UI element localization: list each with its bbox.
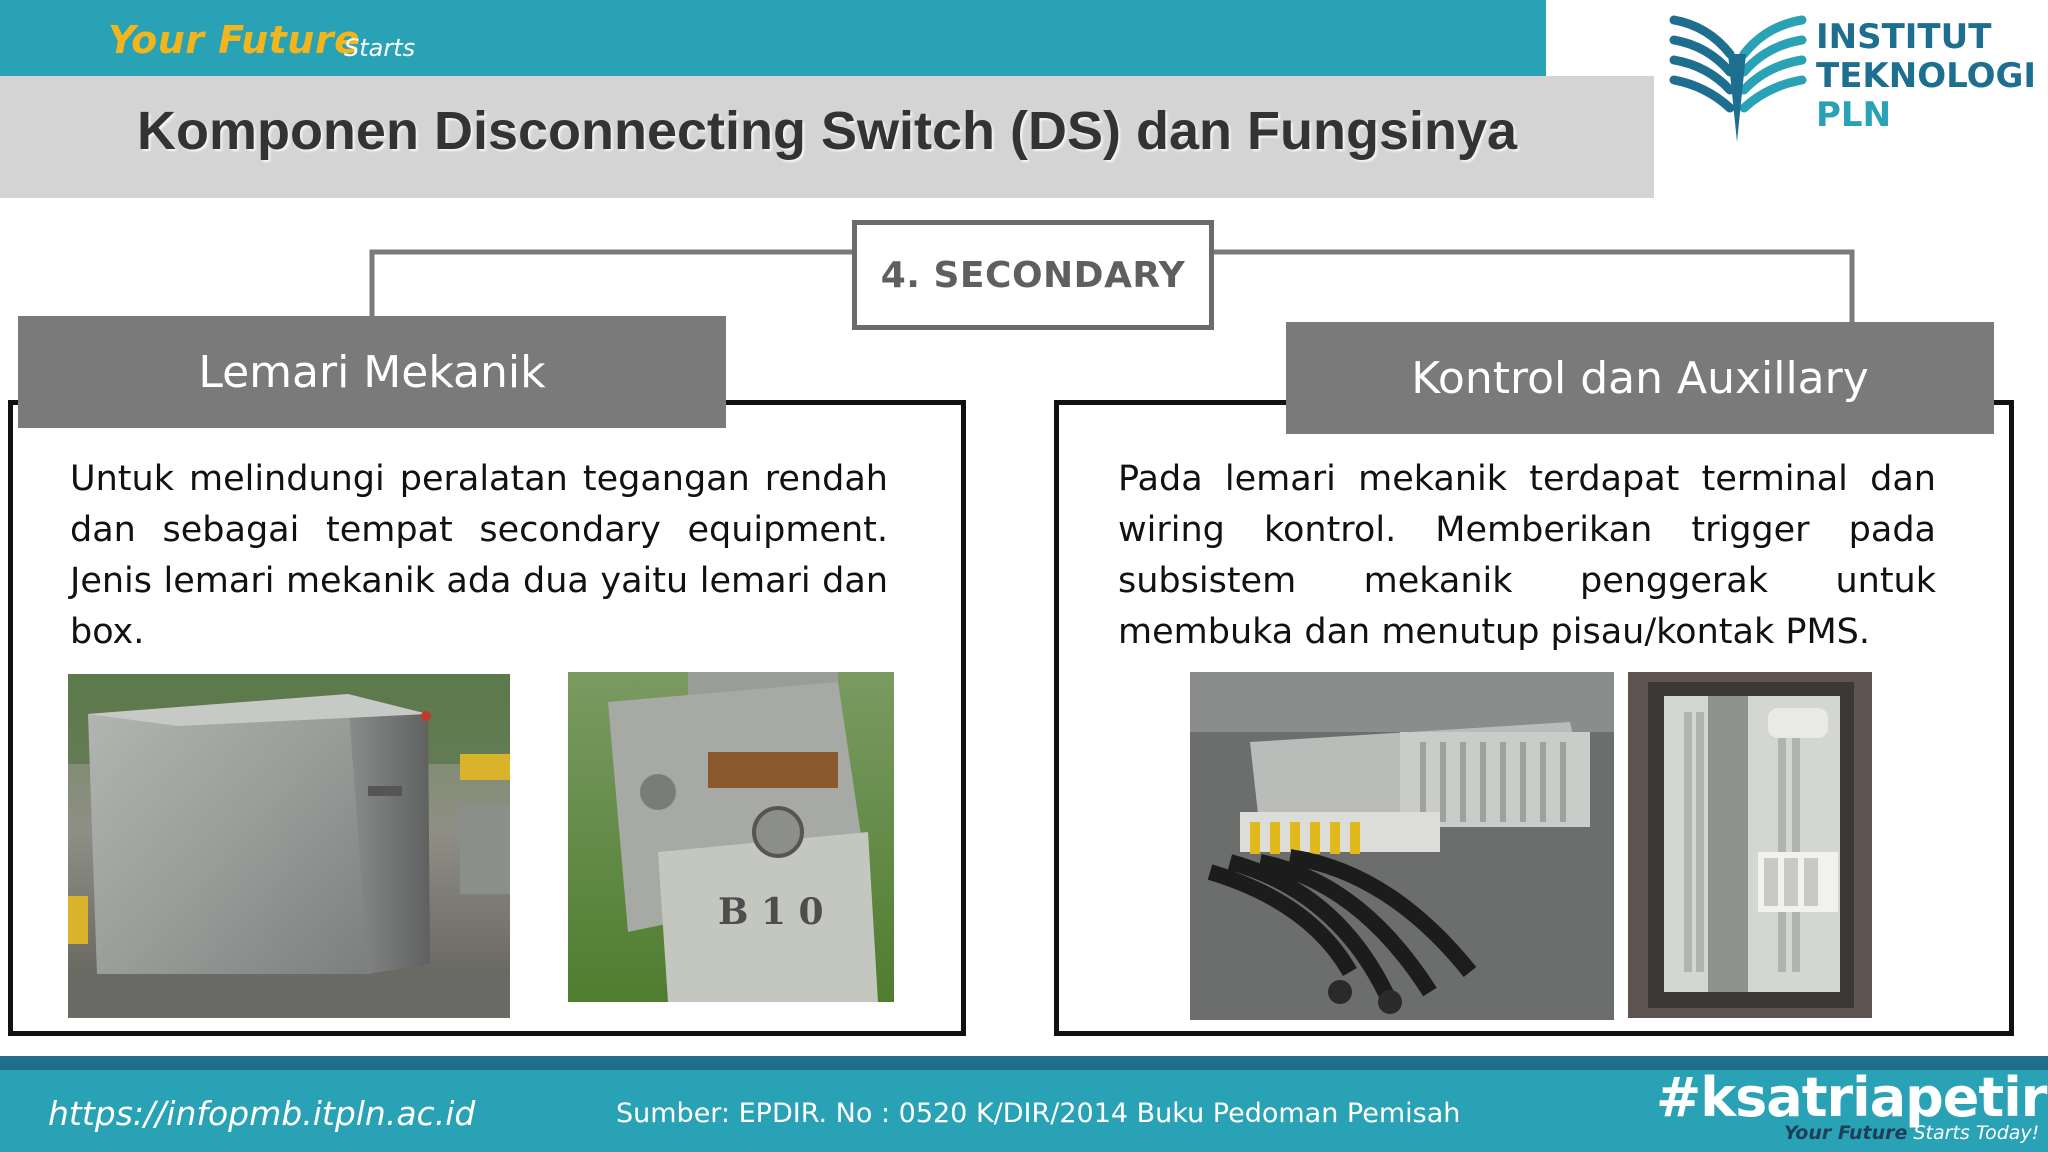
top-banner [0,0,1546,78]
left-panel-text: Untuk melindungi peralatan tegangan rend… [70,459,888,652]
photo-stencil-text: B 1 0 [718,891,824,933]
hashtag-subtitle: Your Future Starts Today! [1784,1122,2039,1144]
logo-line-1: INSTITUT [1816,17,1992,57]
tagline-sub: Starts [344,34,416,62]
title-band [0,76,1654,198]
right-panel-text: Pada lemari mekanik terdapat terminal da… [1118,459,1936,652]
photo-mechanical-cabinet [68,674,510,1018]
book-wing-logo-icon [1669,15,1807,142]
hashtag-sub-your-future: Your Future [1784,1122,1908,1144]
hashtag-text: #ksatriapetir [1656,1066,2047,1129]
hashtag-sub-starts-today: Starts Today! [1907,1122,2040,1144]
section-label-secondary: 4. SECONDARY [852,220,1214,330]
logo-line-3: PLN [1816,95,1892,135]
photo-control-panel [1628,672,1872,1018]
itpln-logo: INSTITUT TEKNOLOGI PLN [1668,14,2038,148]
footer-band [0,1070,2048,1152]
page-title: Komponen Disconnecting Switch (DS) dan F… [136,101,1518,161]
logo-line-2: TEKNOLOGI [1816,56,2037,96]
footer-url-link[interactable]: https://infopmb.itpln.ac.id [48,1094,476,1133]
photo-terminal-wiring [1190,672,1614,1020]
logo-text: INSTITUT TEKNOLOGI PLN [1816,18,2036,135]
photo-mechanism-box: B 1 0 [568,672,894,1002]
footer-divider [0,1056,2048,1070]
footer-source-text: Sumber: EPDIR. No : 0520 K/DIR/2014 Buku… [616,1098,1461,1129]
right-panel-header: Kontrol dan Auxillary [1286,322,1994,434]
tagline-main: Your Future [108,18,361,62]
left-panel-header: Lemari Mekanik [18,316,726,428]
